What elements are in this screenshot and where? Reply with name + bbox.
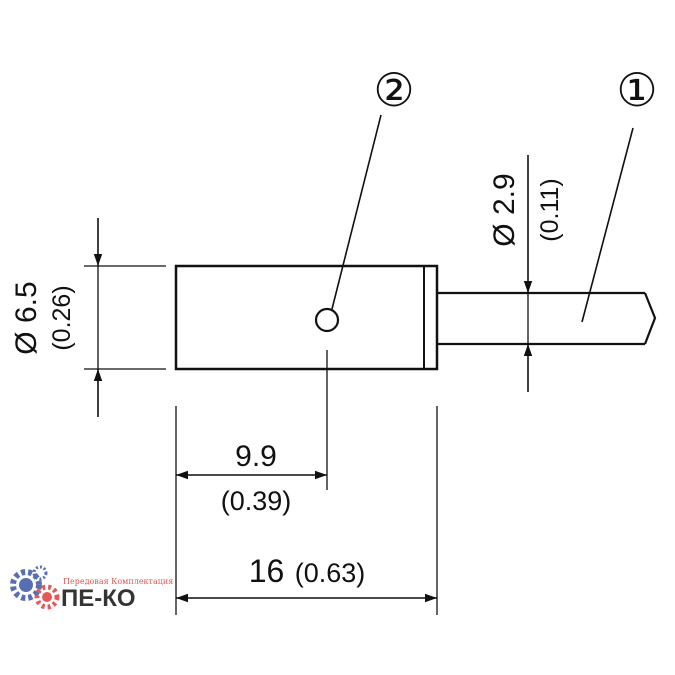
body-diameter-dimension: Ø 6.5 (0.26) (10, 218, 166, 417)
body-length-dimension: 16 (0.63) (176, 553, 437, 603)
led-offset-label: 9.9 (235, 440, 277, 473)
cable-diameter-dimension: Ø 2.9 (0.11) (488, 155, 564, 392)
callout-2: ② (331, 64, 415, 310)
cable-diameter-label: Ø 2.9 (488, 173, 521, 246)
extension-lines (175, 350, 438, 615)
body-length-label: 16 (249, 553, 285, 589)
callout-2-symbol: ② (373, 64, 414, 116)
led-indicator (314, 307, 340, 333)
watermark-logo: Передовая Комплектация ПЕ-КО (10, 565, 173, 612)
svg-text:16 (0.63): 16 (0.63) (249, 553, 366, 589)
body-length-inch-label: (0.63) (295, 558, 366, 588)
callout-1: ① (581, 64, 658, 323)
callout-1-symbol: ① (616, 64, 657, 116)
body-diameter-label: Ø 6.5 (10, 281, 43, 354)
sensor-body (174, 264, 439, 371)
sensor-cable (437, 291, 657, 346)
led-offset-inch-label: (0.39) (221, 486, 292, 516)
led-offset-dimension: 9.9 (0.39) (176, 440, 327, 516)
cable-diameter-inch-label: (0.11) (536, 178, 564, 241)
gear-icon (10, 565, 60, 610)
watermark-tagline: Передовая Комплектация (63, 577, 173, 586)
watermark-brand: ПЕ-КО (61, 585, 136, 612)
body-diameter-inch-label: (0.26) (48, 285, 76, 350)
